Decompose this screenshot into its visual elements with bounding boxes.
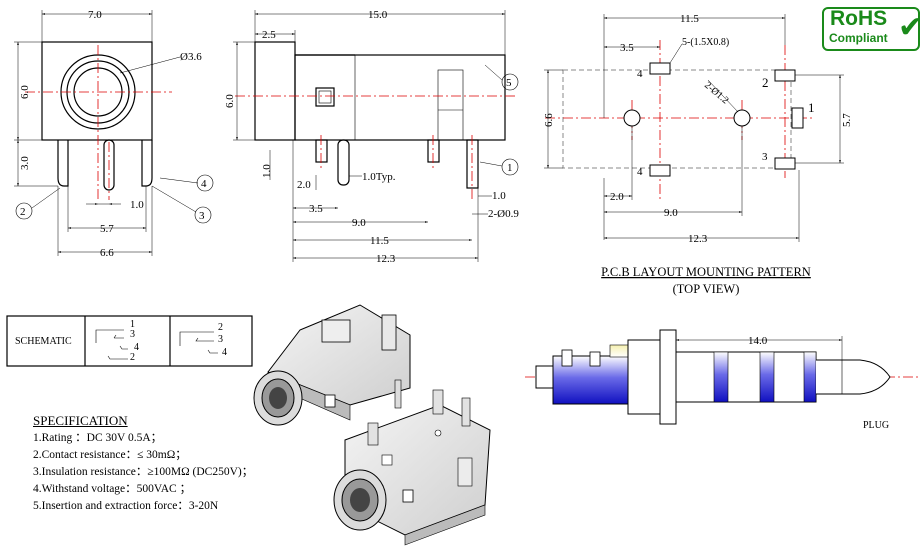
front-leg-left bbox=[57, 140, 69, 187]
pad-label-3: 3 bbox=[762, 151, 768, 163]
front-leg-right bbox=[141, 140, 153, 187]
pad-label-2: 2 bbox=[762, 75, 769, 90]
plug-label: PLUG bbox=[863, 420, 889, 431]
side-pin-typ: 1.0Typ. bbox=[362, 171, 396, 183]
front-pin-spacing: 1.0 bbox=[130, 199, 144, 211]
front-dim-66: 6.6 bbox=[100, 247, 114, 259]
side-height-dim: 6.0 bbox=[224, 94, 236, 108]
side-length-dim: 15.0 bbox=[368, 9, 388, 21]
pcb-pad-2 bbox=[774, 69, 796, 82]
callout-2: 2 bbox=[20, 206, 26, 218]
pcb-pad-note: 5-(1.5X0.8) bbox=[682, 37, 729, 48]
side-pin-dim-9: 9.0 bbox=[352, 217, 366, 229]
callout-4: 4 bbox=[201, 178, 207, 190]
rohs-subtitle: Compliant bbox=[829, 31, 888, 45]
front-view: 7.0 6.0 3.0 Ø3.6 1.0 5.7 6.6 2 3 4 bbox=[14, 9, 214, 259]
pcb-height-dim: 6.6 bbox=[543, 113, 555, 127]
specification-heading: SPECIFICATION bbox=[33, 413, 128, 428]
schematic: SCHEMATIC 1 3 4 2 2 3 4 bbox=[6, 315, 253, 367]
pcb-hole-1 bbox=[623, 109, 641, 127]
schematic-label: SCHEMATIC bbox=[15, 336, 72, 347]
pcb-pad-4a bbox=[649, 62, 671, 75]
callout-circle-2 bbox=[15, 202, 33, 220]
pcb-right-dim: 5.7 bbox=[841, 113, 853, 127]
pad-label-4b: 4 bbox=[637, 166, 643, 178]
pcb-hole-2 bbox=[733, 109, 751, 127]
schematic-right-pin-3: 3 bbox=[218, 334, 223, 345]
pad-label-1: 1 bbox=[808, 100, 815, 115]
side-pin-dim-09: 2-Ø0.9 bbox=[488, 208, 519, 220]
pcb-width-dim: 11.5 bbox=[680, 13, 699, 25]
pcb-pad-offset: 3.5 bbox=[620, 42, 634, 54]
jack-3d-render-top bbox=[253, 304, 411, 426]
front-leg-dim: 3.0 bbox=[19, 156, 31, 170]
side-pin-dim-115: 11.5 bbox=[370, 235, 389, 247]
spec-item-insulation-resistance: 3.Insulation resistance：≥100MΩ (DC250V)； bbox=[33, 466, 254, 478]
side-pin-dim-2: 2.0 bbox=[297, 179, 311, 191]
front-body bbox=[41, 41, 153, 141]
pcb-bottom-dim-90: 9.0 bbox=[664, 207, 678, 219]
pcb-hole-note: 2-Ø1.2 bbox=[702, 80, 731, 106]
pcb-pad-3 bbox=[774, 157, 796, 170]
front-pin bbox=[103, 139, 115, 191]
side-pin-dim-123: 12.3 bbox=[376, 253, 396, 265]
side-view: 15.0 2.5 6.0 1.0 2.0 1.0Typ. 3.5 9.0 11.… bbox=[224, 9, 519, 265]
pcb-bottom-dim-20: 2.0 bbox=[610, 191, 624, 203]
pcb-bottom-dim-123: 12.3 bbox=[688, 233, 708, 245]
schematic-pin-3: 3 bbox=[130, 329, 135, 340]
pcb-outline bbox=[562, 69, 792, 169]
front-height-dim: 6.0 bbox=[19, 85, 31, 99]
pcb-subtitle: (TOP VIEW) bbox=[673, 282, 740, 296]
spec-item-contact-resistance: 2.Contact resistance：≤ 30mΩ； bbox=[33, 449, 187, 461]
callout-1: 1 bbox=[507, 162, 513, 174]
spec-item-withstand-voltage: 4.Withstand voltage：500VAC ； bbox=[33, 483, 192, 495]
pcb-pad-1 bbox=[791, 107, 804, 129]
spec-item-insertion-force: 5.Insertion and extraction force：3-20N bbox=[33, 500, 219, 512]
schematic-pin-4: 4 bbox=[134, 342, 139, 353]
plug-length-dim: 14.0 bbox=[748, 335, 768, 347]
checkmark-icon: ✔ bbox=[898, 10, 922, 45]
pcb-layout: 4 4 2 1 3 11.5 3.5 5-(1.5X0.8) 2-Ø1.2 6.… bbox=[543, 13, 853, 296]
plug-drawing: 14.0 PLUG bbox=[525, 329, 920, 431]
front-width-dim: 7.0 bbox=[88, 9, 102, 21]
side-front-flange bbox=[254, 41, 296, 141]
side-pin-dim-10: 1.0 bbox=[492, 190, 506, 202]
side-front-dim: 2.5 bbox=[262, 29, 276, 41]
specification: SPECIFICATION 1.Rating ：DC 30V 0.5A； 2.C… bbox=[33, 412, 253, 515]
side-pin-dim-35: 3.5 bbox=[309, 203, 323, 215]
schematic-right-pin-2: 2 bbox=[218, 322, 223, 333]
jack-3d-render-bottom bbox=[333, 389, 491, 546]
rohs-title: RoHS bbox=[830, 7, 888, 30]
pcb-title: P.C.B LAYOUT MOUNTING PATTERN bbox=[601, 265, 811, 279]
pad-label-4a: 4 bbox=[637, 68, 643, 80]
pcb-pad-4b bbox=[649, 164, 671, 177]
front-hole-dim: Ø3.6 bbox=[180, 51, 202, 63]
side-body bbox=[294, 54, 506, 141]
callout-3: 3 bbox=[199, 210, 205, 222]
schematic-pin-2: 2 bbox=[130, 352, 135, 363]
front-dim-57: 5.7 bbox=[100, 223, 114, 235]
callout-5: 5 bbox=[506, 77, 512, 89]
schematic-right-pin-4: 4 bbox=[222, 347, 227, 358]
side-pin-dim-1: 1.0 bbox=[261, 164, 273, 178]
spec-item-rating: 1.Rating ：DC 30V 0.5A； bbox=[33, 432, 163, 444]
rohs-badge: RoHS Compliant ✔ bbox=[822, 7, 922, 51]
schematic-pin-1: 1 bbox=[130, 319, 135, 330]
